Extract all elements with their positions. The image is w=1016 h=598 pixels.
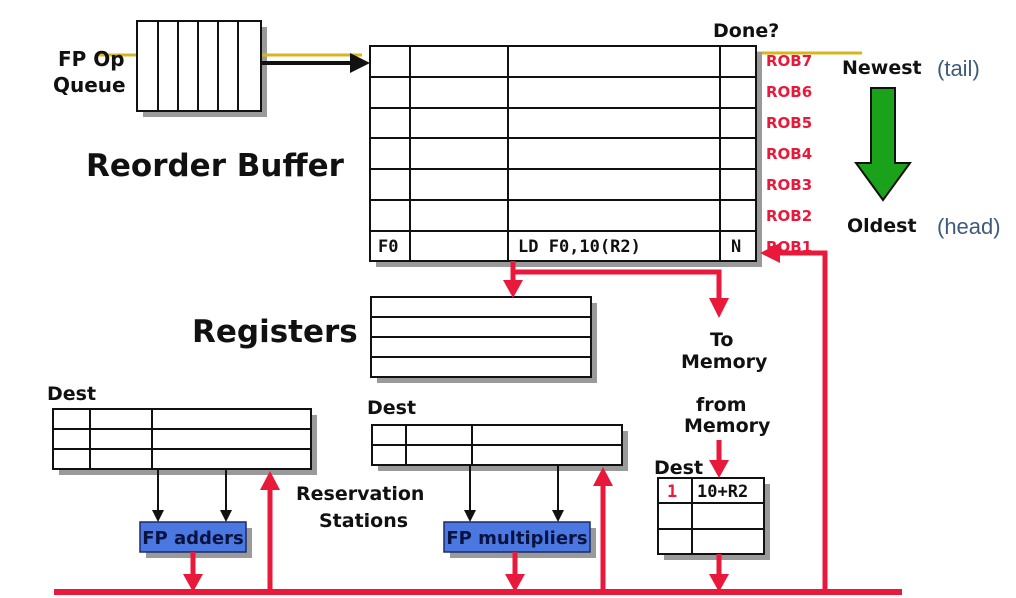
tail-label: (tail)	[937, 56, 980, 81]
fp-op-queue-label: FP Op	[58, 47, 125, 71]
register-file	[370, 296, 597, 383]
rob-entry-labels: ROB7 ROB6 ROB5 ROB4 ROB3 ROB2 ROB1	[766, 52, 812, 256]
head-label: (head)	[937, 214, 1001, 239]
newest-to-oldest-arrow	[854, 87, 912, 202]
load-entry-value: 10+R2	[697, 482, 748, 502]
rob-label: ROB6	[766, 83, 812, 101]
registers-title: Registers	[192, 314, 358, 350]
reorder-buffer-title: Reorder Buffer	[86, 148, 345, 184]
rob-label: ROB5	[766, 114, 812, 132]
from-memory-label: from	[696, 394, 747, 416]
adders-dest-label: Dest	[47, 383, 96, 405]
from-memory-label-2: Memory	[684, 415, 771, 437]
rob1-dest: F0	[378, 237, 398, 257]
queue-to-rob-arrow	[262, 53, 370, 73]
common-data-bus	[54, 243, 902, 595]
reorder-buffer: F0 LD F0,10(R2) N	[369, 45, 762, 267]
rob1-instruction: LD F0,10(R2)	[518, 237, 641, 257]
reservation-stations-label: Reservation	[296, 483, 424, 505]
rob-label: ROB3	[766, 176, 812, 194]
done-header: Done?	[713, 20, 779, 42]
reservation-stations-label-2: Stations	[319, 510, 408, 532]
to-memory-label: To	[710, 329, 734, 351]
fp-adders-unit: FP adders	[139, 521, 252, 558]
oldest-label: Oldest	[847, 215, 917, 237]
load-buffer: 1 10+R2	[657, 477, 770, 560]
adders-reservation-station	[52, 408, 317, 475]
fp-adders-label: FP adders	[142, 528, 243, 549]
multipliers-operand-arrows	[464, 465, 564, 522]
newest-label: Newest	[842, 57, 922, 79]
to-memory-label-2: Memory	[681, 351, 768, 373]
fp-op-queue: FP Op Queue	[53, 20, 267, 117]
fp-op-queue-label-2: Queue	[53, 73, 126, 97]
fp-multipliers-label: FP multipliers	[446, 528, 587, 549]
order-indicator: Newest (tail) Oldest (head)	[842, 56, 1001, 239]
multipliers-reservation-station	[371, 424, 628, 471]
adders-operand-arrows	[152, 469, 232, 522]
load-buffer-dest-label: Dest	[654, 457, 703, 479]
rob1-done: N	[731, 237, 741, 257]
fp-multipliers-unit: FP multipliers	[443, 521, 596, 558]
multipliers-dest-label: Dest	[367, 397, 416, 419]
rob-label: ROB7	[766, 52, 812, 70]
rob-label: ROB2	[766, 207, 812, 225]
load-entry-tag: 1	[667, 482, 677, 502]
rob-label: ROB4	[766, 145, 812, 163]
